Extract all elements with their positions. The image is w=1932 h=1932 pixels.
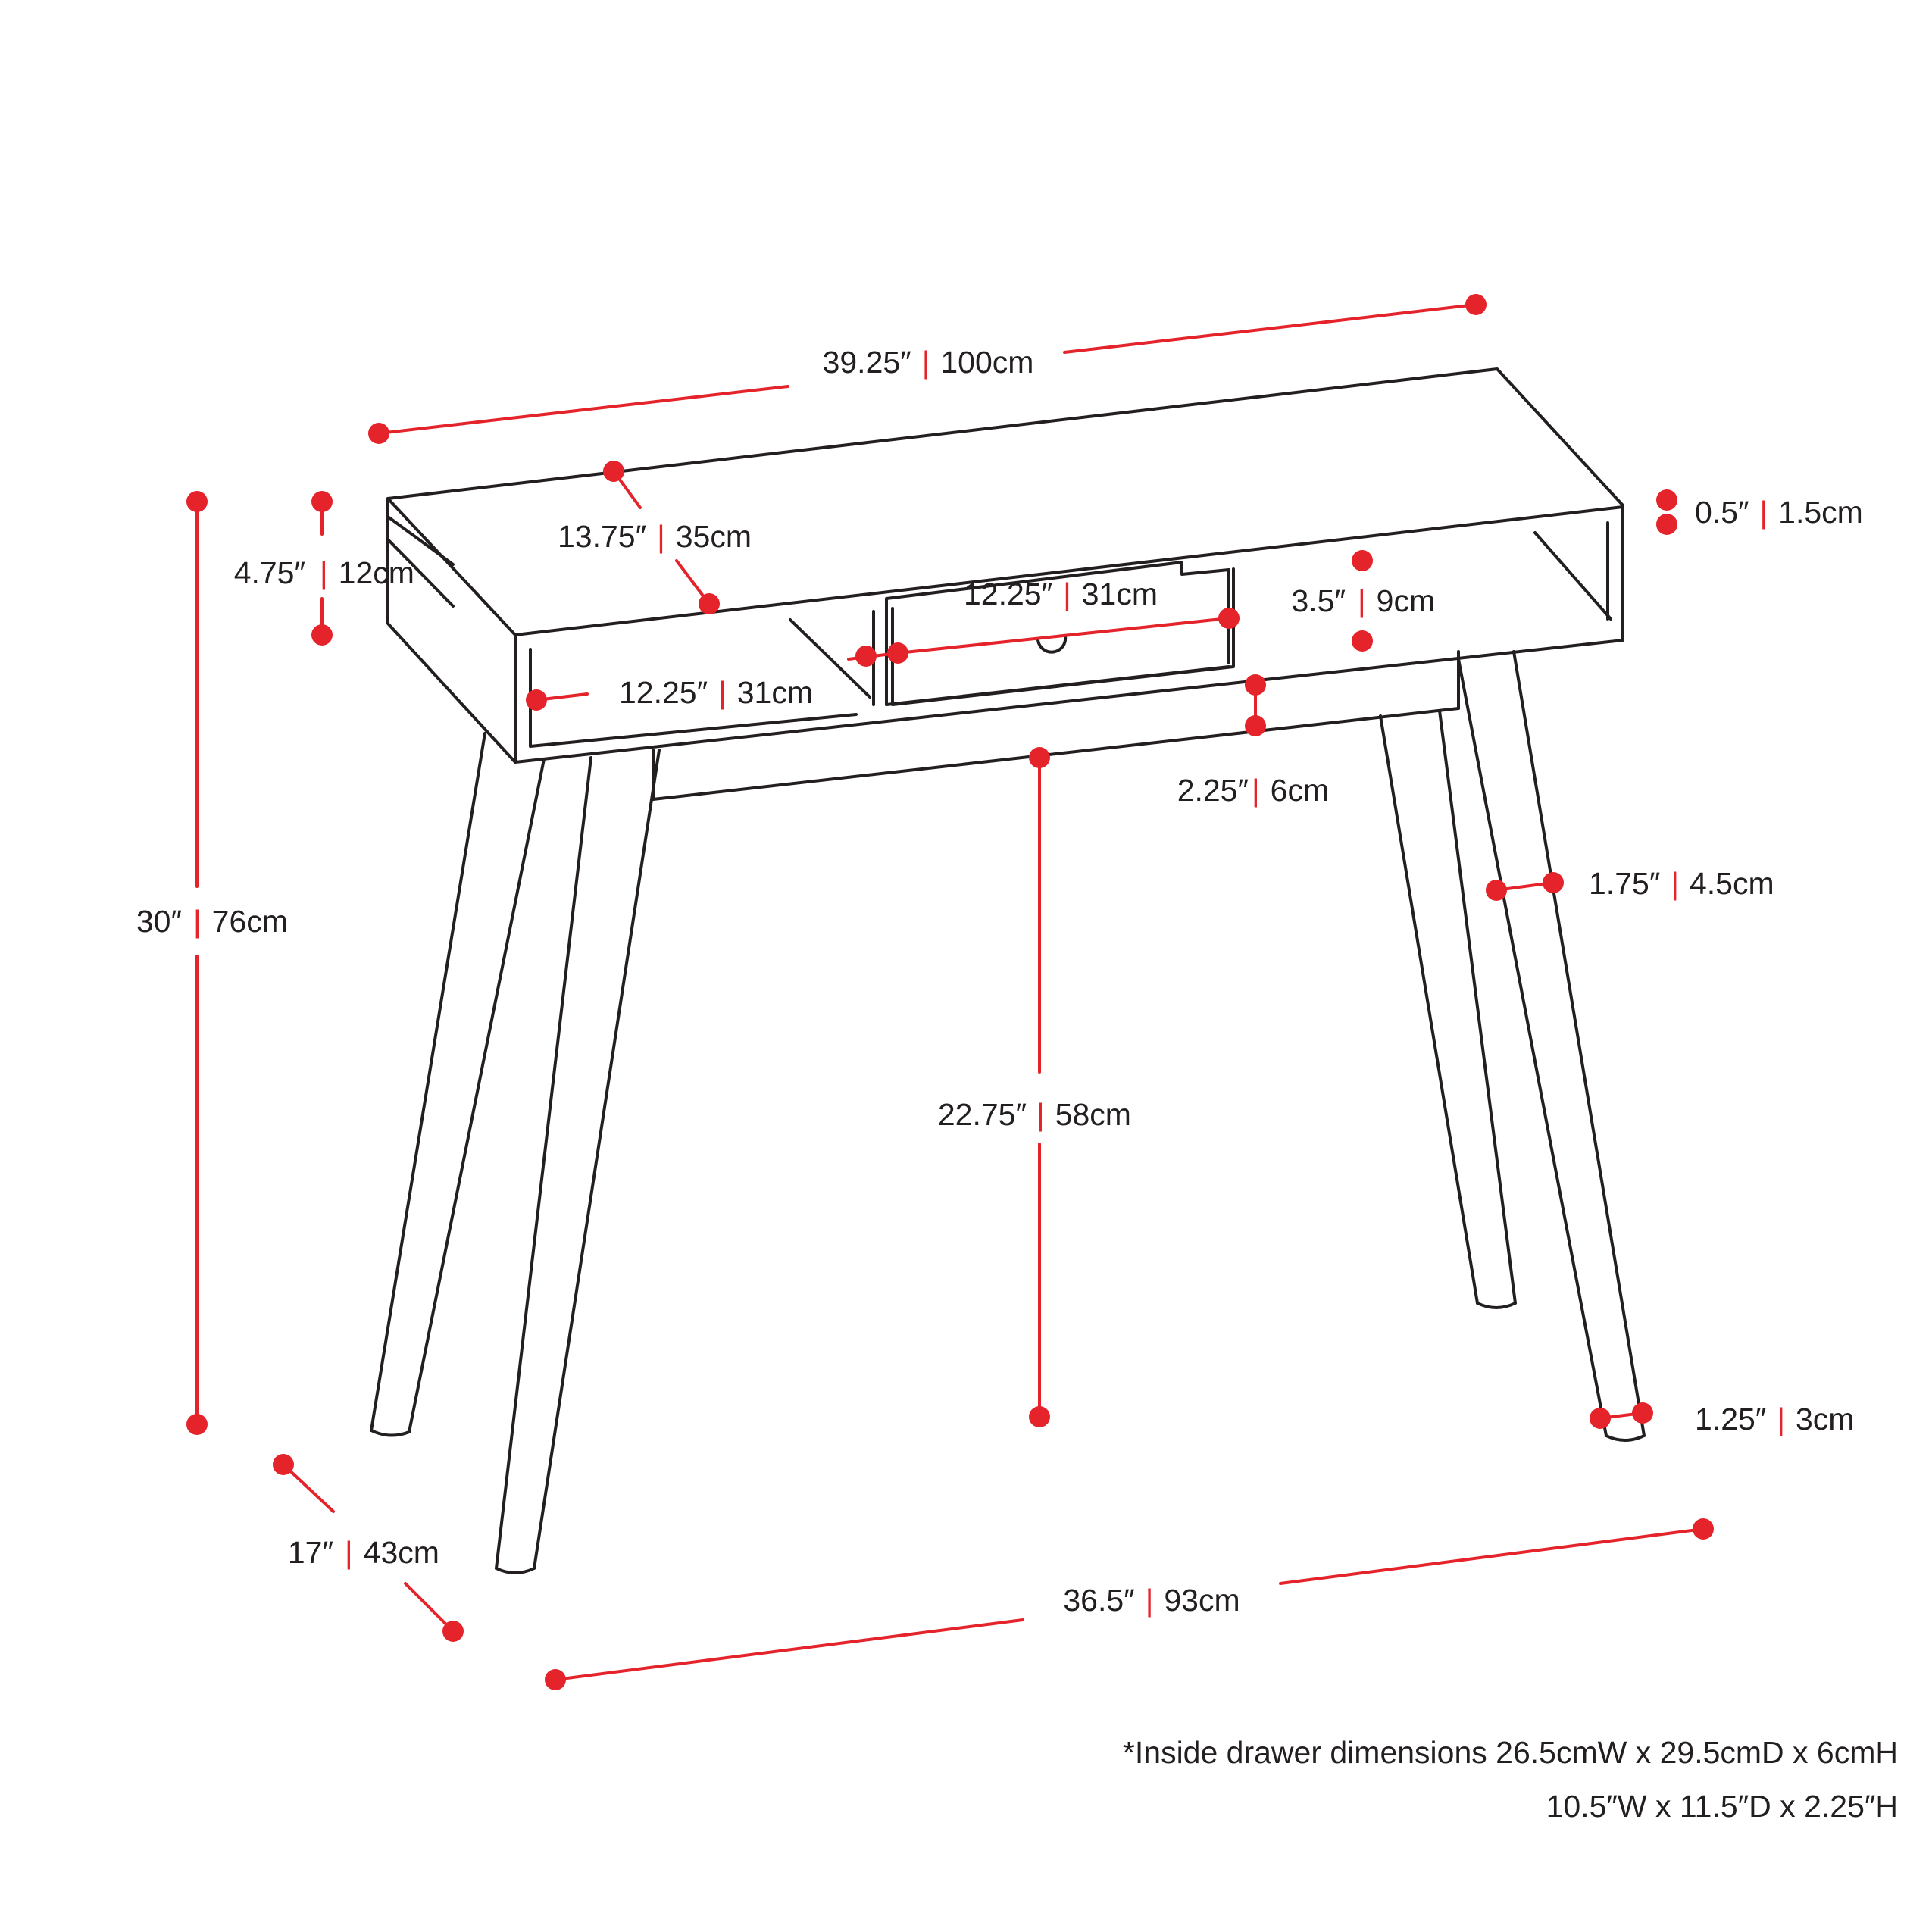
shelf-height-metric-label: |12cm bbox=[320, 555, 414, 590]
cabinet-box bbox=[514, 505, 1624, 764]
shelf-height-label: 4.75″ bbox=[234, 555, 305, 590]
dimension-marker bbox=[186, 491, 208, 512]
dimension-marker bbox=[442, 1621, 464, 1642]
leg-top-width-label: 1.75″|4.5cm bbox=[1589, 866, 1774, 901]
shelf-width-label: 12.25″|31cm bbox=[619, 675, 813, 710]
cubby-height-metric-label: |9cm bbox=[1358, 583, 1435, 618]
dimension-marker bbox=[1029, 747, 1050, 768]
dimension-marker bbox=[1632, 1402, 1653, 1424]
overall-height-label: 30″ bbox=[136, 904, 182, 939]
overall-height-metric-label: |76cm bbox=[193, 904, 288, 939]
footnote-line-1: *Inside drawer dimensions 26.5cmW x 29.5… bbox=[1123, 1735, 1898, 1770]
top-depth-dimension bbox=[603, 461, 720, 614]
dimension-marker bbox=[1352, 630, 1373, 652]
dimension-marker bbox=[1245, 674, 1266, 696]
dimension-marker bbox=[311, 491, 333, 512]
overall-depth-label: 17″ bbox=[288, 1535, 333, 1570]
dimension-marker bbox=[1465, 294, 1487, 315]
legs bbox=[370, 650, 1646, 1574]
dimension-marker bbox=[1543, 872, 1564, 893]
table-top bbox=[386, 367, 1624, 764]
cubby-height-label: 3.5″ bbox=[1291, 583, 1346, 618]
drawer-height-metric-label: |6cm bbox=[1252, 773, 1329, 808]
dimension-marker bbox=[545, 1669, 566, 1690]
leg-front-right bbox=[1457, 650, 1646, 1442]
leg-clearance-metric-label: |58cm bbox=[1036, 1097, 1131, 1132]
shelf-width-dimension bbox=[526, 689, 589, 711]
leg-clearance-dimension bbox=[1029, 747, 1050, 1427]
leg-back-right bbox=[1379, 709, 1517, 1309]
drawer-height-dimension bbox=[1245, 674, 1266, 736]
dimension-marker bbox=[1693, 1518, 1714, 1540]
dimension-marker bbox=[887, 642, 908, 664]
dimension-marker bbox=[1245, 715, 1266, 736]
drawer-width-label: 12.25″|31cm bbox=[964, 577, 1158, 611]
leg-span-dimension bbox=[545, 1518, 1714, 1690]
overall-width-dimension bbox=[368, 294, 1487, 444]
drawer-height-label: 2.25″ bbox=[1177, 773, 1249, 808]
cubby-height-dimension bbox=[1352, 550, 1373, 652]
dimension-marker bbox=[311, 624, 333, 646]
overall-depth-metric-label: |43cm bbox=[345, 1535, 439, 1570]
dimension-marker bbox=[526, 689, 547, 711]
overall-width-label: 39.25″|100cm bbox=[823, 345, 1034, 380]
overall-depth-dimension bbox=[273, 1454, 464, 1642]
overall-height-dimension bbox=[186, 491, 208, 1435]
apron bbox=[652, 650, 1460, 801]
leg-top-width-dimension bbox=[1486, 872, 1564, 901]
footnote: *Inside drawer dimensions 26.5cmW x 29.5… bbox=[1123, 1735, 1898, 1824]
dimension-marker bbox=[186, 1414, 208, 1435]
dimension-marker bbox=[1656, 514, 1677, 535]
dimension-marker bbox=[1656, 489, 1677, 511]
top-depth-label: 13.75″|35cm bbox=[558, 519, 752, 554]
dimension-marker bbox=[1590, 1408, 1611, 1429]
top-thickness-label: 0.5″|1.5cm bbox=[1695, 495, 1863, 530]
leg-span-label: 36.5″|93cm bbox=[1063, 1583, 1240, 1618]
dimension-marker bbox=[1218, 608, 1240, 629]
drawer-width-dimension bbox=[847, 608, 1240, 667]
leg-front-left bbox=[370, 732, 546, 1437]
leg-clearance-label: 22.75″ bbox=[938, 1097, 1027, 1132]
table-outline bbox=[370, 367, 1646, 1574]
dimension-marker bbox=[1029, 1406, 1050, 1427]
leg-foot-width-dimension bbox=[1590, 1402, 1653, 1429]
shelf-height-dimension bbox=[311, 491, 333, 646]
dimension-labels: 39.25″|100cm 13.75″|35cm 0.5″|1.5cm 4.75… bbox=[136, 345, 1863, 1618]
dimension-marker bbox=[273, 1454, 294, 1475]
dimension-marker bbox=[603, 461, 624, 482]
dimension-marker bbox=[699, 593, 720, 614]
leg-foot-width-label: 1.25″|3cm bbox=[1695, 1402, 1854, 1436]
top-thickness-dimension bbox=[1656, 489, 1677, 535]
footnote-line-2: 10.5″W x 11.5″D x 2.25″H bbox=[1546, 1789, 1898, 1824]
dimension-marker bbox=[855, 646, 877, 667]
dimension-lines bbox=[186, 294, 1714, 1690]
dimension-marker bbox=[1486, 880, 1507, 901]
leg-front-center bbox=[495, 749, 661, 1574]
dimension-marker bbox=[368, 423, 389, 444]
dimension-marker bbox=[1352, 550, 1373, 571]
